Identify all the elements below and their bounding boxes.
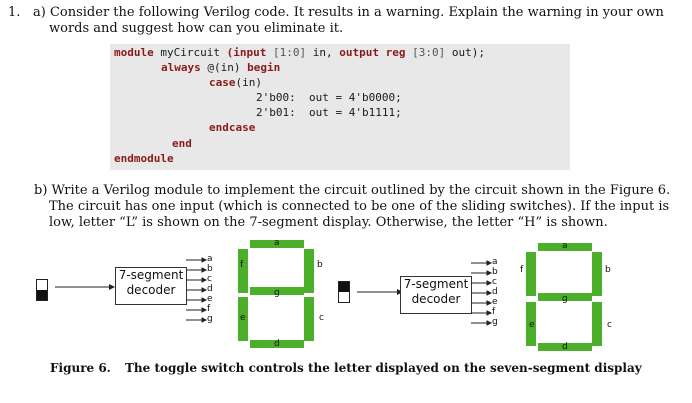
segment-b [304, 249, 314, 293]
code-line-8: endmodule [114, 152, 174, 165]
code-line-3: case(in) [209, 76, 262, 89]
code-line-2: always @(in) begin [161, 61, 281, 74]
question-a-line1: a) Consider the following Verilog code. … [33, 5, 664, 20]
output-label-e: e [492, 297, 498, 307]
segment-label-d: d [274, 339, 280, 349]
segment-d [250, 340, 304, 348]
segment-label-a: a [562, 241, 568, 251]
decoder-box: 7-segment decoder [400, 276, 472, 314]
toggle-switch-high-icon [338, 281, 350, 303]
segment-label-b: b [317, 260, 323, 270]
output-arrows-icon [186, 257, 208, 323]
segment-e [238, 297, 248, 341]
seven-segment-display-left: a b c d e f g [232, 238, 324, 350]
figure-caption-label: Figure 6. [50, 361, 111, 375]
output-label-f: f [492, 307, 496, 317]
segment-label-c: c [319, 313, 324, 323]
output-label-d: d [207, 284, 213, 294]
output-label-c: c [492, 277, 497, 287]
input-arrow-icon [55, 284, 115, 290]
input-arrow-icon [357, 289, 403, 295]
code-line-7: end [172, 137, 192, 150]
segment-f [238, 249, 248, 293]
segment-label-c: c [607, 320, 612, 330]
segment-label-b: b [605, 265, 611, 275]
question-a-line2: words and suggest how can you eliminate … [49, 21, 344, 36]
segment-g [538, 293, 592, 301]
code-line-4: 2'b00: out = 4'b0000; [256, 91, 402, 104]
segment-d [538, 343, 592, 351]
segment-label-e: e [240, 313, 246, 323]
toggle-switch-low-icon [36, 279, 48, 301]
question-number: 1. [8, 5, 21, 20]
code-line-6: endcase [209, 121, 256, 134]
segment-label-f: f [240, 260, 244, 270]
seven-segment-display-right: a b c d e f g [520, 241, 612, 353]
verilog-code-block: module myCircuit (input [1:0] in, output… [110, 44, 570, 170]
output-label-g: g [492, 317, 498, 327]
output-label-d: d [492, 287, 498, 297]
segment-c [592, 302, 602, 346]
output-label-c: c [207, 274, 212, 284]
output-label-b: b [492, 267, 498, 277]
segment-a [538, 243, 592, 251]
segment-e [526, 302, 536, 346]
output-label-a: a [207, 254, 213, 264]
output-arrows-icon [471, 260, 493, 326]
segment-c [304, 297, 314, 341]
segment-f [526, 252, 536, 296]
segment-g [250, 287, 304, 295]
segment-a [250, 240, 304, 248]
figure-caption-text: The toggle switch controls the letter di… [125, 361, 642, 375]
code-line-5: 2'b01: out = 4'b1111; [256, 106, 402, 119]
output-label-b: b [207, 264, 213, 274]
decoder-label-line2: decoder [411, 292, 461, 306]
question-b-line1: b) Write a Verilog module to implement t… [34, 183, 671, 198]
segment-b [592, 252, 602, 296]
question-b-line2: The circuit has one input (which is conn… [49, 199, 670, 214]
segment-label-g: g [274, 288, 280, 298]
output-label-g: g [207, 314, 213, 324]
decoder-label-line1: 7-segment [118, 268, 184, 282]
output-label-a: a [492, 257, 498, 267]
decoder-label-line1: 7-segment [403, 277, 469, 291]
decoder-box: 7-segment decoder [115, 267, 187, 305]
segment-label-a: a [274, 238, 280, 248]
code-line-1: module myCircuit (input [1:0] in, output… [114, 46, 485, 59]
segment-label-g: g [562, 294, 568, 304]
segment-label-e: e [529, 320, 535, 330]
question-b-line3: low, letter “L” is shown on the 7-segmen… [49, 215, 608, 230]
segment-label-f: f [520, 265, 524, 275]
output-label-f: f [207, 304, 211, 314]
decoder-label-line2: decoder [126, 283, 176, 297]
segment-label-d: d [562, 342, 568, 352]
output-label-e: e [207, 294, 213, 304]
